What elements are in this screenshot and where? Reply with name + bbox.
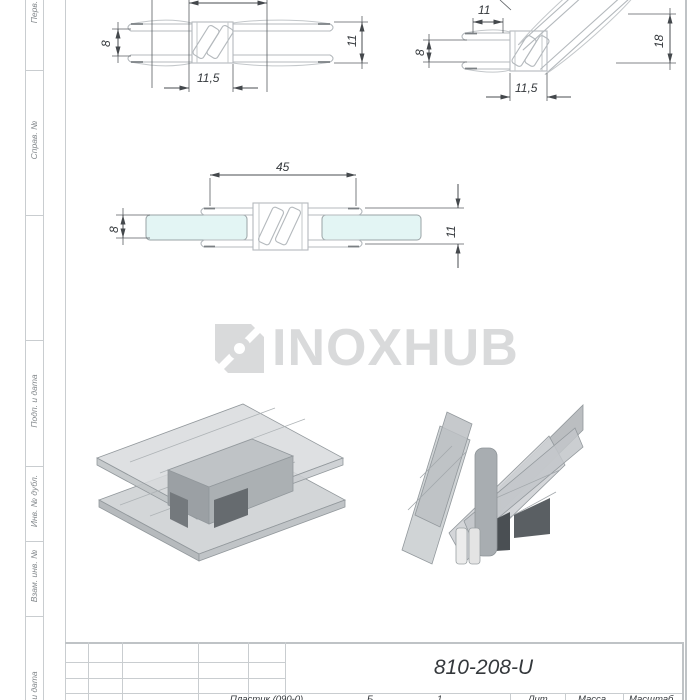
dim-assembly-visible-length: 45: [276, 160, 290, 174]
dim-corner-glass-gap: 8: [413, 49, 427, 56]
dim-straight-glass-gap: 8: [99, 40, 113, 47]
title-block-col-line: [122, 642, 123, 700]
margin-label-vzam-inv-no: Взам. инв. №: [29, 549, 39, 603]
frame-line: [43, 0, 44, 700]
frame-border-right: [685, 0, 687, 700]
dim-straight-magnet-width: 11,5: [197, 71, 220, 85]
title-block-fragment: 1: [437, 694, 443, 700]
title-block-col-line: [285, 642, 286, 700]
margin-cell-divider: [25, 541, 44, 542]
title-block-right-border: [682, 642, 684, 700]
frame-border-left: [65, 0, 66, 700]
margin-label-sprav-no: Справ. №: [29, 120, 39, 160]
title-block-lit-header: Лит.: [528, 694, 551, 700]
title-block-material-fragment: Пластик (090-0): [230, 694, 304, 700]
title-block-row-line: [65, 678, 285, 679]
iso-view-straight-seal: [96, 403, 346, 562]
dim-corner-arm-height: 18: [652, 34, 666, 48]
iso-view-corner-seal: [401, 404, 584, 565]
margin-cell-divider: [25, 616, 44, 617]
inoxhub-logo-icon: [215, 323, 264, 373]
title-block-fragment: Б: [367, 694, 374, 700]
dim-assembly-glass-thickness: 8: [107, 226, 121, 233]
glass-panel-right: [321, 214, 422, 241]
margin-cell-divider: [25, 215, 44, 216]
dim-assembly-profile-height: 11: [444, 226, 458, 238]
section-view-corner-seal: 11 8 11,5 18: [413, 0, 676, 101]
section-view-straight-seal: 11,5 8 11: [99, 0, 368, 92]
margin-cell-divider: [25, 466, 44, 467]
margin-label-perv-primen: Перв. примен.: [29, 0, 39, 55]
glass-panel-left: [145, 214, 248, 241]
part-designation: 810-208-U: [433, 655, 534, 679]
title-block-col-line: [565, 693, 566, 700]
inoxhub-logo: INOXHUB: [215, 322, 519, 374]
title-block-row-line: [65, 693, 682, 694]
title-block-col-line: [88, 642, 89, 700]
title-block-col-line: [623, 693, 624, 700]
title-block-masshtab-header: Масштаб: [629, 694, 674, 700]
title-block-col-line: [248, 642, 249, 700]
title-block-col-line: [198, 642, 199, 700]
title-block-massa-header: Масса: [578, 694, 607, 700]
frame-line: [25, 0, 26, 700]
title-block-row-line: [65, 662, 285, 663]
section-view-assembly-with-glass: 45 8 11: [107, 160, 464, 268]
title-block-col-line: [510, 693, 511, 700]
dim-corner-fin-length: 11: [478, 3, 490, 17]
title-block-top-border: [65, 642, 682, 644]
margin-cell-divider: [25, 70, 44, 71]
inoxhub-logo-text: INOXHUB: [272, 319, 519, 377]
dim-corner-magnet-width: 11,5: [515, 81, 538, 95]
dim-straight-profile-height: 11: [345, 35, 359, 47]
margin-cell-divider: [25, 340, 44, 341]
margin-label-podp-i-data-2: Подп. и дата: [29, 671, 39, 700]
